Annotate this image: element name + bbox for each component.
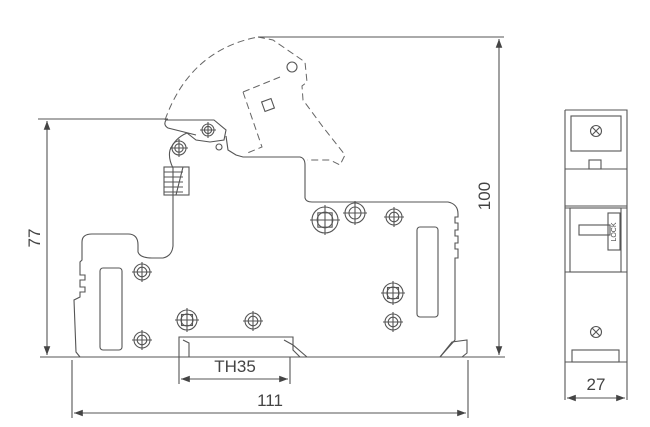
rivet-icon [132, 330, 152, 350]
top-terminal [570, 115, 622, 152]
rivet-icon [132, 262, 152, 282]
right-slot [416, 226, 439, 318]
handle-pin [286, 61, 298, 73]
indicator-window [588, 159, 602, 170]
rivet-icon [215, 143, 223, 151]
dim-100-label: 100 [475, 182, 494, 210]
rivet-icon [175, 308, 199, 332]
handle-open-position [257, 36, 346, 166]
dim-111-label: 111 [257, 391, 283, 410]
toggle-lever[interactable] [578, 224, 611, 236]
dim-77-label: 77 [25, 229, 44, 248]
rail-th35-label: TH35 [214, 357, 256, 376]
din-clip-front [571, 349, 620, 363]
body-outline [73, 119, 459, 358]
hatched-block [163, 166, 190, 196]
rivet-icon [170, 139, 188, 157]
dimension-lines [38, 36, 505, 418]
rivet-icon [383, 312, 403, 332]
bottom-screw-icon [589, 325, 603, 339]
side-view [73, 36, 468, 358]
rivet-icon [343, 201, 367, 225]
handle-square [260, 97, 276, 113]
rivet-icon [310, 205, 340, 235]
rivet-icon [384, 207, 404, 227]
front-view: LOCK [564, 109, 628, 402]
right-foot [438, 339, 468, 358]
rivets [132, 122, 405, 350]
handle-swing-arc [164, 36, 259, 121]
handle-dashed-square [242, 76, 281, 155]
left-slot [99, 267, 123, 351]
lock-label: LOCK [611, 222, 618, 241]
lock-tab[interactable] [607, 212, 621, 251]
rivet-icon [243, 311, 263, 331]
rivet-icon [200, 122, 216, 138]
din-clip [182, 339, 308, 358]
top-screw-icon [589, 124, 603, 138]
toggle-recess [569, 207, 622, 273]
dim-27-label: 27 [587, 375, 606, 394]
rivet-icon [381, 281, 405, 305]
